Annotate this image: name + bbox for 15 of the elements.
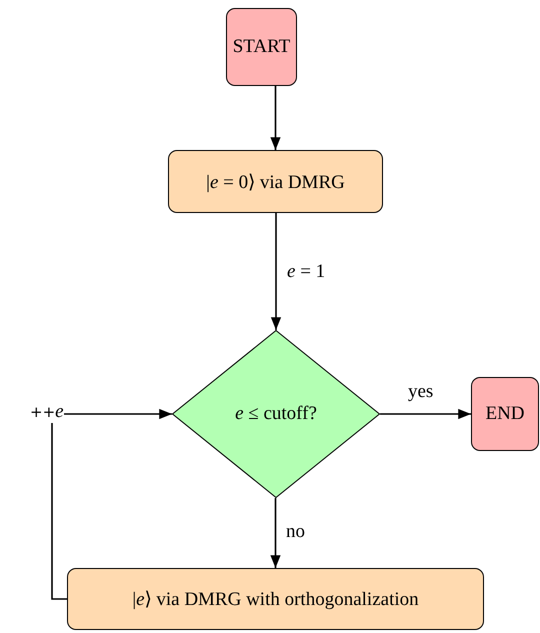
node-label: |e = 0⟩ via DMRG: [206, 170, 345, 194]
arrow: [51, 408, 172, 600]
process-box: [168, 150, 383, 213]
node-label: START: [232, 36, 290, 58]
arrow: [380, 408, 471, 420]
terminal-box: [226, 8, 297, 86]
terminal-box: [471, 377, 539, 451]
arrow: [270, 498, 281, 568]
node-label: e ≤ cutoff?: [235, 403, 317, 425]
node-label: END: [485, 403, 525, 425]
decision-diamond: [172, 330, 380, 498]
arrow: [270, 86, 281, 150]
node-label: |e⟩ via DMRG with orthogonalization: [132, 588, 419, 611]
arrow: [270, 213, 282, 330]
process-box: [67, 568, 484, 630]
